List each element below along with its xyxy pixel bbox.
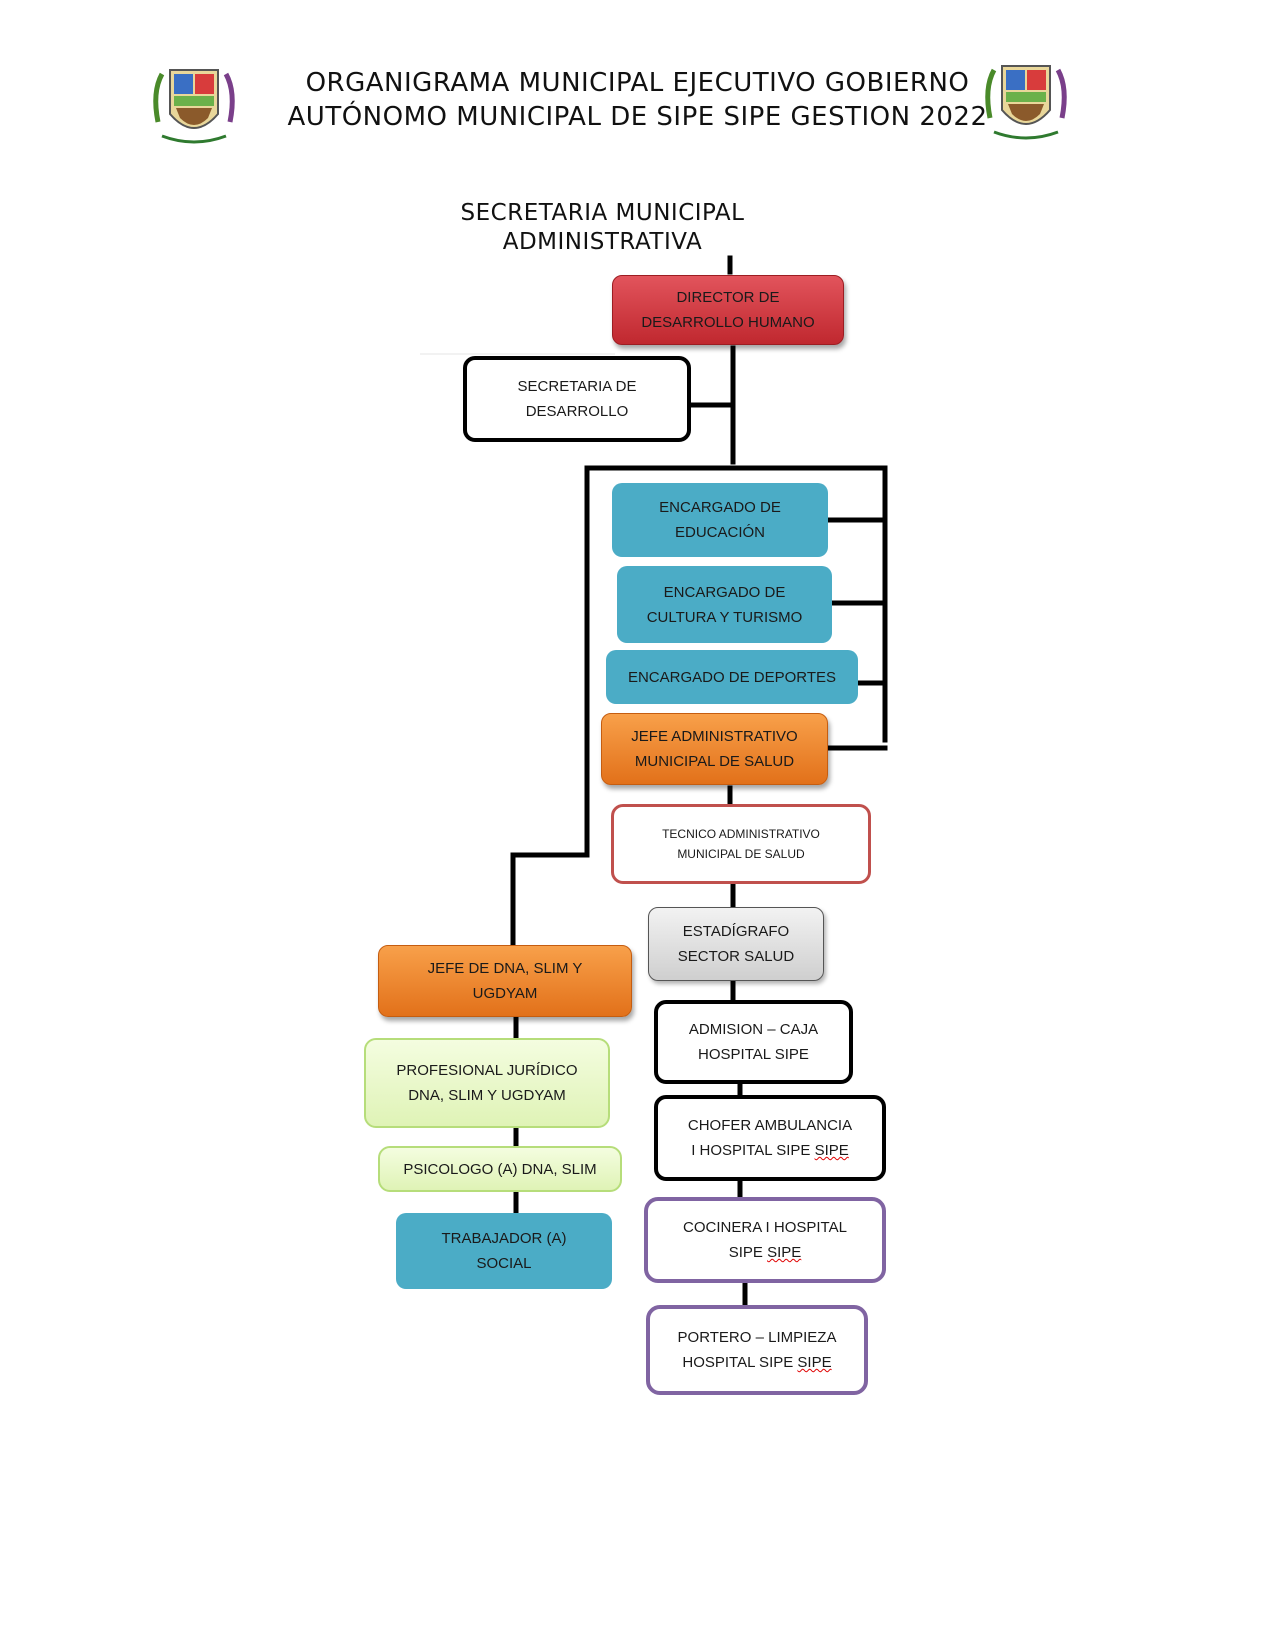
node-director-desarrollo-humano: DIRECTOR DE DESARROLLO HUMANO — [612, 275, 844, 345]
node-estadigrafo-sector-salud: ESTADÍGRAFO SECTOR SALUD — [648, 907, 824, 981]
section-title-line2: ADMINISTRATIVA — [502, 229, 703, 255]
node-profesional-juridico: PROFESIONAL JURÍDICO DNA, SLIM Y UGDYAM — [364, 1038, 610, 1128]
municipal-seal-left-icon — [153, 69, 235, 144]
node-encargado-cultura-turismo: ENCARGADO DE CULTURA Y TURISMO — [617, 566, 832, 643]
municipal-seal-right-icon — [985, 65, 1067, 140]
node-encargado-deportes: ENCARGADO DE DEPORTES — [606, 650, 858, 704]
node-secretaria-desarrollo: SECRETARIA DE DESARROLLO — [463, 356, 691, 442]
node-jefe-dna-slim-ugdyam: JEFE DE DNA, SLIM Y UGDYAM — [378, 945, 632, 1017]
node-psicologo: PSICOLOGO (A) DNA, SLIM — [378, 1146, 622, 1192]
node-trabajador-social: TRABAJADOR (A) SOCIAL — [396, 1213, 612, 1289]
node-jefe-administrativo-salud: JEFE ADMINISTRATIVO MUNICIPAL DE SALUD — [601, 713, 828, 785]
org-chart-title-line1: ORGANIGRAMA MUNICIPAL EJECUTIVO GOBIERNO — [305, 68, 970, 98]
node-tecnico-administrativo-salud: TECNICO ADMINISTRATIVO MUNICIPAL DE SALU… — [611, 804, 871, 884]
section-title-line1: SECRETARIA MUNICIPAL — [460, 200, 745, 226]
node-encargado-educacion: ENCARGADO DE EDUCACIÓN — [612, 483, 828, 557]
org-chart-title-line2: AUTÓNOMO MUNICIPAL DE SIPE SIPE GESTION … — [287, 102, 988, 132]
node-admision-caja: ADMISION – CAJA HOSPITAL SIPE — [654, 1000, 853, 1084]
